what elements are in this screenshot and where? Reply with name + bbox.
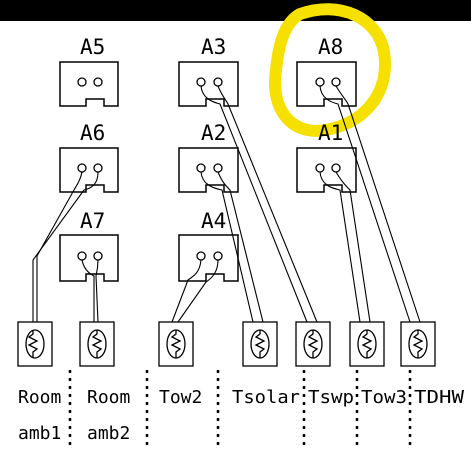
wire-a2-tsolar-1 <box>200 171 254 323</box>
sensor-label-room-amb1-line1: Room <box>18 387 61 408</box>
sensor-label-room-amb2-line2: amb2 <box>87 423 130 444</box>
wire-a4-tow2-2 <box>177 259 219 323</box>
wire-a1-tow3-1 <box>319 171 361 323</box>
sensor-label-room-amb1-line2: amb1 <box>18 423 61 444</box>
connector-a2 <box>178 147 239 193</box>
connector-a6 <box>59 147 119 193</box>
pin-a2-2 <box>213 163 223 173</box>
sensor-tow3 <box>349 321 385 367</box>
highlight-ring <box>269 3 391 137</box>
sensor-label-room-amb2-line1: Room <box>87 387 130 408</box>
slot-label-a5: A5 <box>80 35 105 59</box>
pin-a3-2 <box>213 77 223 87</box>
sensor-room-amb1 <box>17 321 53 367</box>
pin-a3-1 <box>196 77 206 87</box>
sensor-label-tsolar: Tsolar <box>232 387 300 408</box>
slot-label-a4: A4 <box>201 209 226 233</box>
pin-a7-2 <box>93 251 103 261</box>
wire-a4-tow2-1 <box>171 259 202 323</box>
pin-a5-1 <box>77 77 87 87</box>
pin-a1-1 <box>315 163 325 173</box>
sensor-tow2 <box>158 321 194 367</box>
pin-a8-2 <box>331 77 341 87</box>
connector-a1 <box>296 147 357 193</box>
wire-a1-tow3-2 <box>335 171 371 323</box>
sensor-label-tow2: Tow2 <box>159 387 202 408</box>
pin-a7-1 <box>77 251 87 261</box>
pin-a2-1 <box>196 163 206 173</box>
pin-a4-2 <box>213 251 223 261</box>
slot-label-a2: A2 <box>201 121 226 145</box>
wire-a3-tswp-2 <box>217 85 318 323</box>
connector-a3 <box>178 61 239 107</box>
wire-a6-room1-2 <box>36 171 83 322</box>
pin-a6-1 <box>77 163 87 173</box>
wire-a8-tdhw-1 <box>319 85 411 323</box>
sensor-label-tdhw: TDHW <box>414 387 464 408</box>
pin-a6-2 <box>93 163 103 173</box>
sensor-label-tswp: Tswp <box>308 387 354 408</box>
sensor-room-amb2 <box>79 321 115 367</box>
slot-label-a3: A3 <box>201 35 226 59</box>
slot-label-a7: A7 <box>80 209 105 233</box>
wire-a7-room2-1 <box>81 259 95 322</box>
sensor-label-tow3: Tow3 <box>361 387 407 408</box>
sensor-tswp <box>295 321 331 367</box>
sensor-tdhw <box>400 321 436 367</box>
connector-a4 <box>178 234 239 282</box>
pin-a5-2 <box>93 77 103 87</box>
wire-a7-room2-2 <box>95 259 99 323</box>
pin-a4-1 <box>196 251 206 261</box>
slot-label-a8: A8 <box>318 35 343 59</box>
pin-a1-2 <box>331 163 341 173</box>
connector-a7 <box>59 234 119 282</box>
connector-a5 <box>59 61 119 107</box>
wire-a2-tsolar-2 <box>217 171 264 323</box>
wire-a8-tdhw-2 <box>335 85 421 323</box>
wire-a6-room1-1 <box>32 171 99 322</box>
sensor-tsolar <box>242 321 278 367</box>
slot-label-a1: A1 <box>318 121 343 145</box>
wire-a3-tswp-1 <box>200 85 308 323</box>
pin-a8-1 <box>315 77 325 87</box>
slot-label-a6: A6 <box>80 121 105 145</box>
connector-a8 <box>296 61 357 107</box>
